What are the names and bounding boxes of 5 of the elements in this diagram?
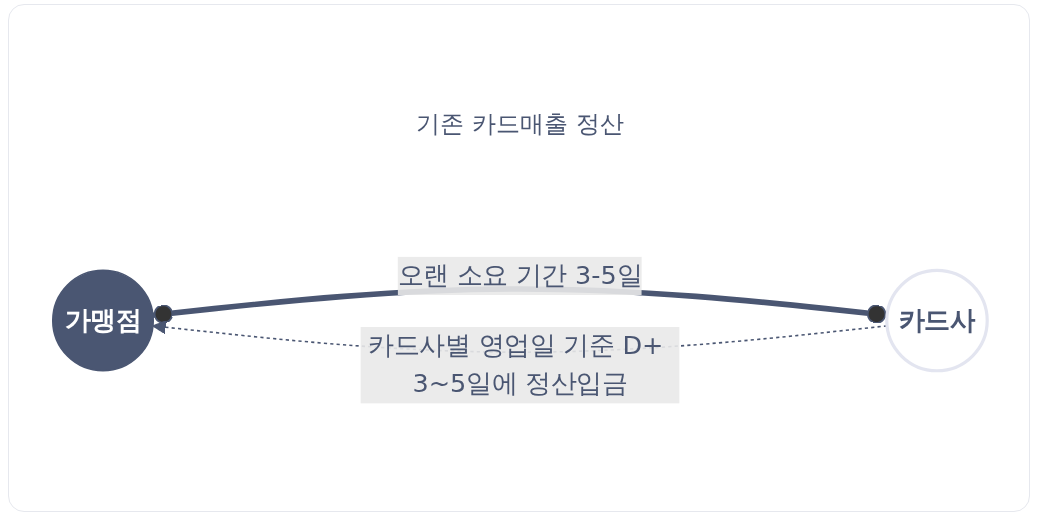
edge-label: 오랜 소요 기간 3-5일 xyxy=(397,259,643,291)
edge-label: 카드사별 영업일 기준 D+ 3~5일에 정산입금 xyxy=(368,330,664,399)
node-circle: 가맹점 xyxy=(52,269,155,372)
diagram-title: 기존 카드매출 정산 xyxy=(416,109,624,140)
node-circle: 카드사 xyxy=(885,268,989,373)
